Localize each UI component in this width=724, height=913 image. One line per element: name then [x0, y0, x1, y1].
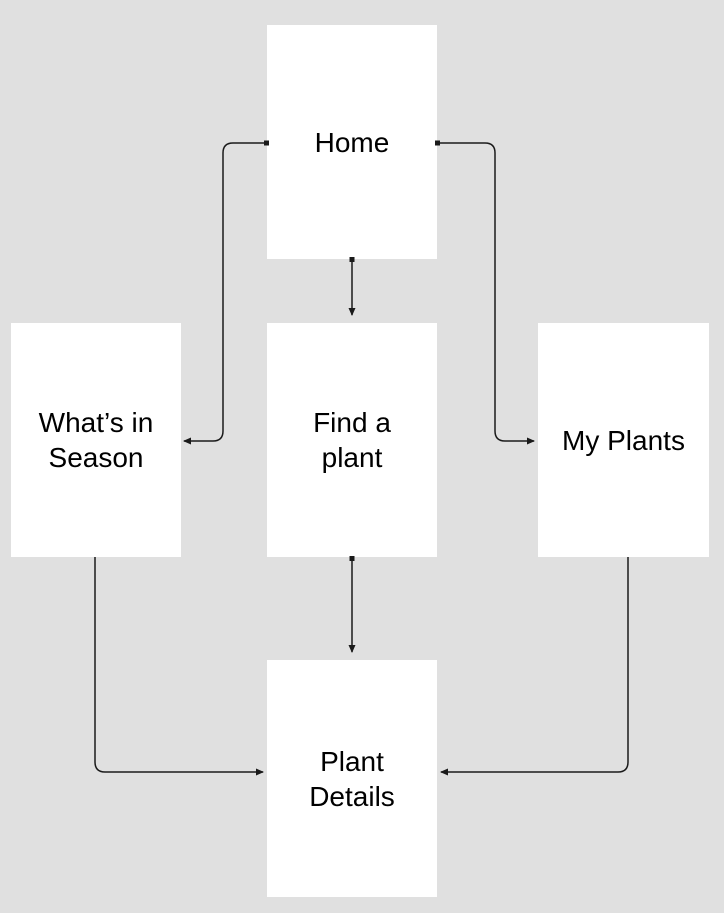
- node-find-a-plant[interactable]: Find a plant: [267, 323, 437, 557]
- edge-my-plants-to-plant-details: [440, 557, 629, 776]
- edge-whats-in-season-to-plant-details: [94, 557, 264, 776]
- node-whats-in-season[interactable]: What’s in Season: [11, 323, 181, 557]
- edge-home-to-my-plants: [437, 142, 535, 445]
- node-plant-details[interactable]: Plant Details: [267, 660, 437, 897]
- edge-home-to-whats-in-season: [183, 142, 267, 445]
- node-my-plants[interactable]: My Plants: [538, 323, 709, 557]
- node-whats-in-season-label: What’s in: [38, 407, 154, 438]
- node-home-label: Home: [314, 126, 390, 158]
- node-home[interactable]: Home: [267, 25, 437, 259]
- node-find-a-plant-label: Find a: [313, 407, 391, 438]
- node-plant-details-label: Plant: [320, 745, 384, 777]
- node-my-plants-label: My Plants: [562, 424, 685, 456]
